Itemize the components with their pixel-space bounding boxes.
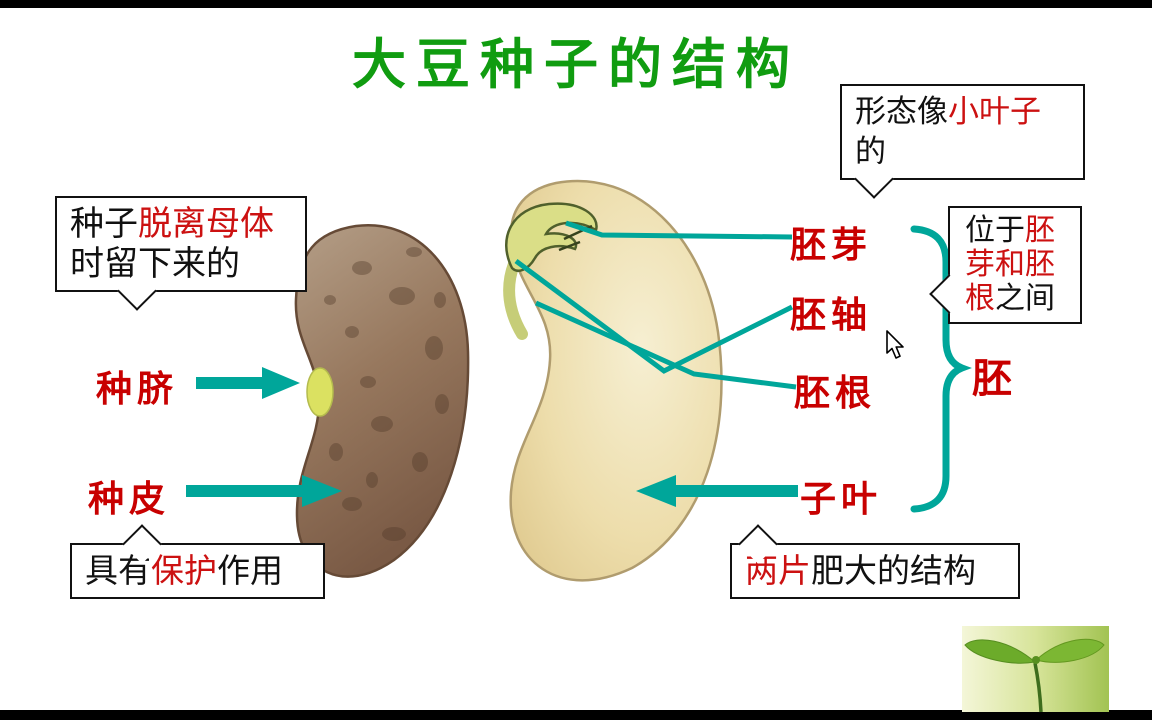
hilum-arrow-head [262,367,300,399]
letterbox-top-bar [0,0,1152,8]
callout-cotyledon-text: 两片肥大的结构 [745,552,976,589]
label-seed-hilum: 种脐 [96,368,179,409]
label-radicle: 胚根 [794,372,877,413]
embryo-brace [910,225,972,513]
plumule-shape [505,202,598,272]
seedling-left-leaf [964,639,1037,664]
callout-plumule-note: 形态像小叶子的 [840,84,1085,199]
callout-embryo-position-text: 位于胚芽和胚根之间 [965,214,1055,315]
label-embryo: 胚 [972,357,1017,401]
seedling-bud [1032,656,1040,664]
embryo-illustration [503,179,723,582]
mouse-cursor [886,330,904,359]
label-cotyledon: 子叶 [800,478,883,519]
hypocotyl-axis-shape [503,258,528,340]
slide-title: 大豆种子的结构 [352,35,800,95]
callout-hilum-note: 种子脱离母体时留下来的 [55,196,307,311]
seed-with-coat-illustration [294,223,470,578]
label-plumule: 胚芽 [790,224,873,265]
label-hypocotyl: 胚轴 [790,294,873,335]
seedling-thumbnail [962,626,1109,713]
radicle-leader-line [534,300,797,390]
cotyledon-arrow-head [636,475,676,507]
seed-coat-arrow-head [302,475,342,507]
hypocotyl-leader-line [514,258,794,374]
seed-coat-speckles [324,247,449,541]
hilum-spot [306,367,334,417]
label-seed-coat: 种皮 [88,478,171,519]
letterbox-bottom-bar [0,710,1152,720]
callout-seed-coat-text: 具有保护作用 [85,552,283,589]
callout-plumule-text: 形态像小叶子的 [855,94,1041,169]
seedling-right-leaf [1034,638,1105,663]
callout-seed-coat-note: 具有保护作用 [70,524,325,599]
callout-cotyledon-note: 两片肥大的结构 [730,524,1020,599]
seedling-stem [1033,662,1043,713]
callout-embryo-position-note: 位于胚芽和胚根之间 [929,206,1082,324]
plumule-leader-line [565,220,793,240]
callout-hilum-text: 种子脱离母体时留下来的 [70,205,274,283]
